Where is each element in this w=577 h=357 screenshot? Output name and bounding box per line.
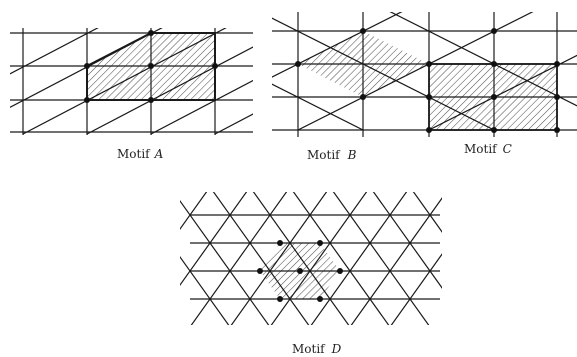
motif-d-lattice bbox=[180, 192, 442, 325]
motif-bc-lattice-points bbox=[295, 28, 560, 133]
motif-a-diagram bbox=[10, 28, 253, 135]
motif-bc-diagram bbox=[272, 12, 577, 137]
motif-d-diagram bbox=[180, 192, 442, 325]
motif-a-lattice-points bbox=[84, 30, 218, 103]
motif-d-lattice-points bbox=[257, 240, 343, 302]
